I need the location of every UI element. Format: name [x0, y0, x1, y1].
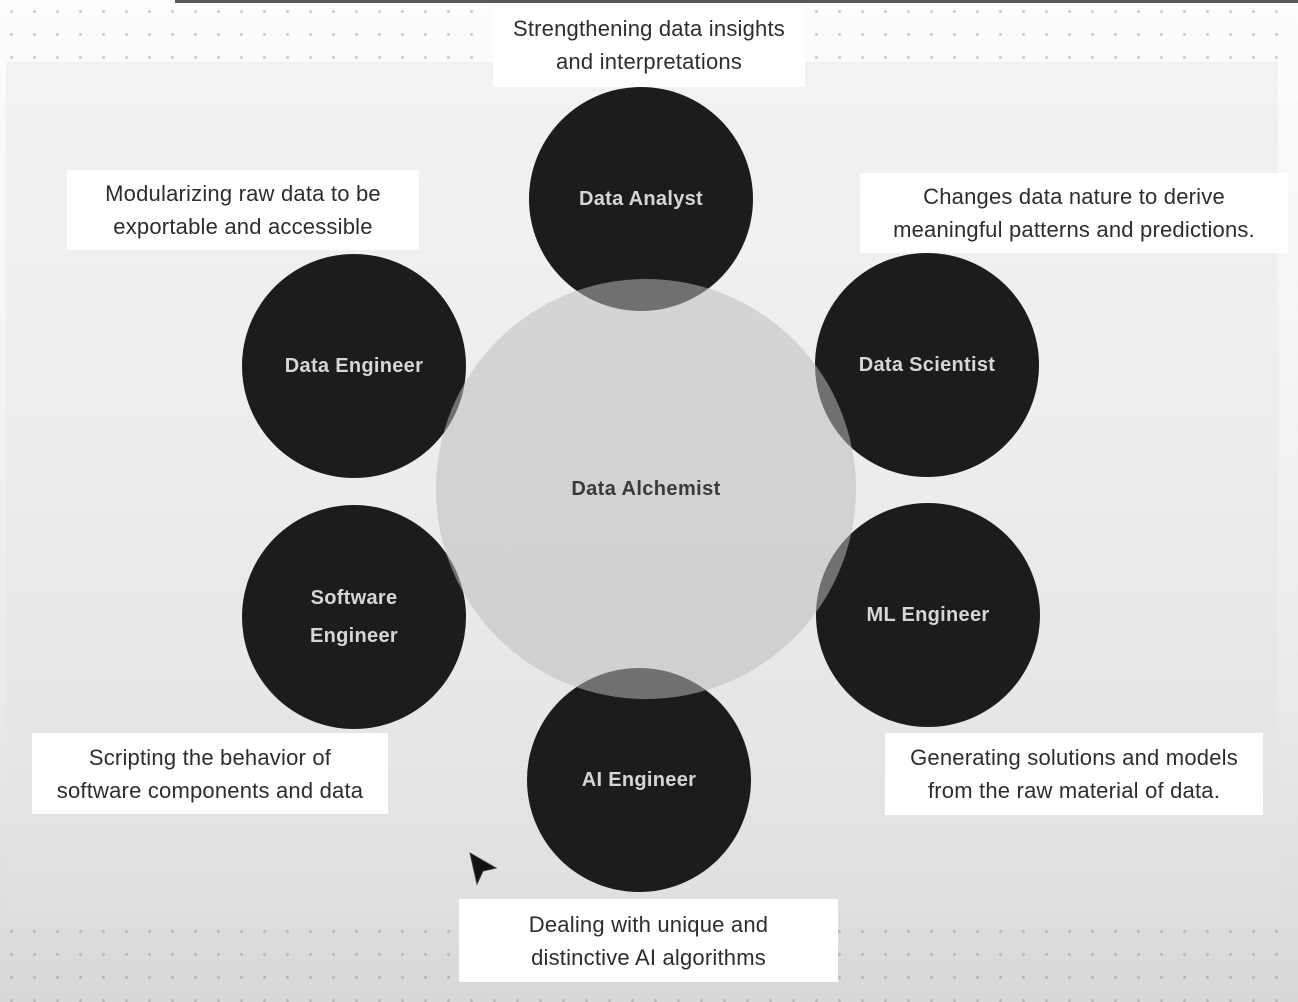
annotation-line: from the raw material of data.: [927, 778, 1221, 803]
circle-label: Data Analyst: [578, 188, 703, 210]
annotation-line: and interpretations: [555, 49, 743, 74]
annotation-line: Modularizing raw data to be: [105, 181, 381, 206]
circle-label: Data Scientist: [858, 354, 996, 376]
circle-data-engineer: Data Engineer: [242, 254, 466, 478]
annotation-line: meaningful patterns and predictions.: [893, 217, 1255, 242]
circle-ai-engineer: AI Engineer: [527, 668, 751, 892]
circle-label: Software Engineer: [310, 587, 398, 647]
annotation-line: Scripting the behavior of: [88, 744, 332, 770]
annotation-data-engineer: Modularizing raw data to be exportable a…: [67, 170, 419, 250]
annotation-line: distinctive AI algorithms: [531, 944, 766, 970]
circle-data-scientist: Data Scientist: [815, 253, 1039, 477]
annotation-line: exportable and accessible: [113, 214, 373, 239]
top-edge-line: [175, 0, 1298, 3]
annotation-line: software components and data: [56, 777, 364, 803]
annotation-line: Strengthening data insights: [512, 16, 786, 41]
annotation-line: Generating solutions and models: [910, 745, 1238, 770]
circle-label: Data Engineer: [284, 355, 424, 377]
annotation-data-analyst: Strengthening data insights and interpre…: [493, 3, 805, 87]
center-circle-label: Data Alchemist: [571, 477, 721, 500]
circle-data-alchemist: [436, 279, 856, 699]
annotation-data-scientist: Changes data nature to derive meaningful…: [860, 173, 1288, 253]
circle-data-analyst: Data Analyst: [529, 87, 753, 311]
annotation-ai-engineer: Dealing with unique and distinctive AI a…: [459, 899, 838, 982]
circle-software-engineer: Software Engineer: [242, 505, 466, 729]
mouse-cursor-icon: [469, 851, 498, 886]
annotation-ml-engineer: Generating solutions and models from the…: [885, 733, 1263, 815]
circle-label: ML Engineer: [866, 604, 990, 626]
annotation-line: Dealing with unique and: [528, 911, 769, 937]
circle-ml-engineer: ML Engineer: [816, 503, 1040, 727]
circle-label: AI Engineer: [581, 769, 697, 791]
annotation-software-engineer: Scripting the behavior of software compo…: [32, 733, 388, 814]
annotation-line: Changes data nature to derive: [923, 184, 1225, 209]
